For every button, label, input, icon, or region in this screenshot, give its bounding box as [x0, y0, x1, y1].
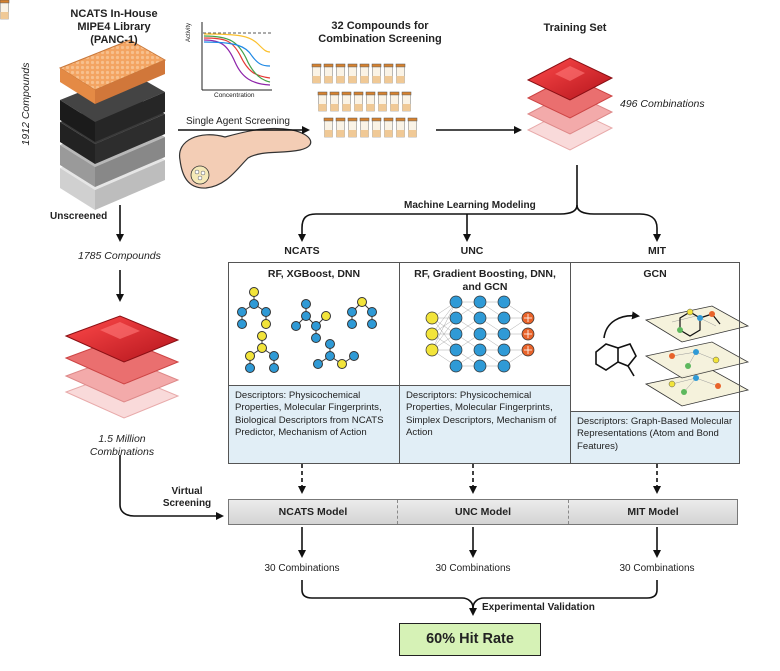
vials-icon	[0, 0, 418, 138]
unc-descriptors: Descriptors: Physicochemical Properties,…	[400, 385, 570, 463]
mit-gcn-graphic	[595, 305, 750, 407]
ncats-model: NCATS Model	[229, 500, 398, 524]
hit-rate-box: 60% Hit Rate	[399, 623, 541, 656]
ncats-methods: RF, XGBoost, DNN	[267, 268, 361, 280]
group-name-ncats: NCATS	[284, 245, 320, 257]
training-title: Training Set	[543, 22, 607, 34]
group-name-mit: MIT	[647, 245, 667, 257]
dose-response-plot	[201, 22, 272, 91]
mit-methods: GCN	[643, 268, 667, 280]
flow-arrows	[116, 126, 661, 616]
ml-modeling-label: Machine Learning Modeling	[404, 200, 536, 211]
library-count-label: 1912 Compounds	[20, 62, 32, 146]
library-title: NCATS In-House MIPE4 Library (PANC-1)	[70, 8, 158, 46]
single-agent-label: Single Agent Screening	[186, 116, 290, 127]
compounds32-title: 32 Compounds for Combination Screening	[318, 20, 442, 45]
training-count-label: 496 Combinations	[620, 98, 705, 110]
unc-combinations: 30 Combinations	[435, 563, 511, 574]
plate-stack-icon	[58, 39, 167, 210]
ncats-panel: RF, XGBoost, DNN Descriptors: Physicoche…	[228, 262, 400, 464]
mit-panel: GCN Descriptors: Graph-Based Molecular R…	[570, 262, 740, 464]
million-label: 1.5 Million Combinations	[89, 433, 155, 458]
pancreas-icon	[179, 127, 312, 189]
training-heatmap-icon	[526, 57, 614, 151]
plot-ylabel: Activity	[186, 22, 192, 42]
ncats-combinations: 30 Combinations	[264, 563, 340, 574]
model-bar: NCATS Model UNC Model MIT Model	[228, 499, 738, 525]
unc-panel: RF, Gradient Boosting, DNN, and GCN Desc…	[399, 262, 571, 464]
group-name-unc: UNC	[460, 245, 484, 257]
virtual-screening-label: Virtual Screening	[162, 486, 212, 509]
mit-combinations: 30 Combinations	[619, 563, 695, 574]
unc-methods: RF, Gradient Boosting, DNN, and GCN	[414, 268, 556, 293]
unc-model: UNC Model	[398, 500, 569, 524]
ncats-descriptors: Descriptors: Physicochemical Properties,…	[229, 385, 399, 463]
mit-descriptors: Descriptors: Graph-Based Molecular Repre…	[571, 411, 739, 463]
million-heatmap-icon	[64, 315, 180, 419]
ncats-molecule-trees	[237, 287, 377, 373]
plot-xlabel: Concentration	[214, 92, 255, 99]
compounds1785-label: 1785 Compounds	[78, 250, 161, 262]
validation-label: Experimental Validation	[482, 602, 595, 613]
unc-neural-network	[425, 295, 535, 373]
unscreened-label: Unscreened	[50, 211, 108, 222]
mit-model: MIT Model	[627, 506, 679, 518]
